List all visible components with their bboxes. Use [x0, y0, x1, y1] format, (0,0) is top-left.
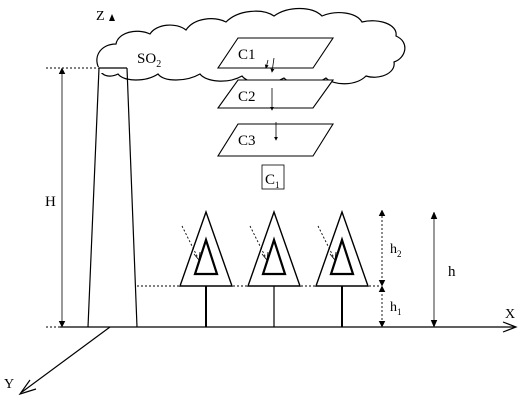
tree — [315, 209, 369, 327]
stack-height-dimension — [46, 67, 99, 328]
boxed-label: C1 — [261, 164, 285, 190]
plane-c2 — [216, 79, 335, 109]
plane-c3-label: C3 — [238, 133, 256, 149]
x-axis-label: X — [505, 307, 515, 322]
emission-cloud — [96, 7, 406, 85]
tree — [179, 209, 233, 327]
lower-height-label: h1 — [390, 300, 402, 317]
plane-c2-label: C2 — [238, 89, 256, 105]
dispersion-arrow — [270, 57, 275, 73]
z-axis-arrowhead — [109, 14, 115, 21]
y-axis-label: Y — [4, 377, 14, 392]
tree-height-dimensions — [378, 209, 438, 328]
upper-height-label: h2 — [390, 242, 402, 259]
dispersion-arrow — [264, 59, 269, 69]
chimney-stack — [87, 67, 138, 328]
concentration-planes: C1 C2 C3 — [216, 37, 335, 157]
tree — [247, 209, 301, 327]
stack-height-label: H — [45, 194, 56, 210]
svg-text:C1: C1 — [265, 172, 280, 190]
total-height-label: h — [448, 264, 456, 280]
x-axis-arrowhead — [502, 321, 518, 333]
axes: X Y Z — [4, 9, 518, 396]
z-axis-label: Z — [96, 9, 105, 24]
plane-c1 — [216, 37, 335, 69]
plane-c1-label: C1 — [238, 47, 256, 63]
y-axis-arrowhead — [18, 379, 37, 396]
plane-c3 — [217, 123, 334, 157]
y-axis-line — [21, 326, 111, 393]
emission-label: SO2 — [137, 51, 161, 70]
